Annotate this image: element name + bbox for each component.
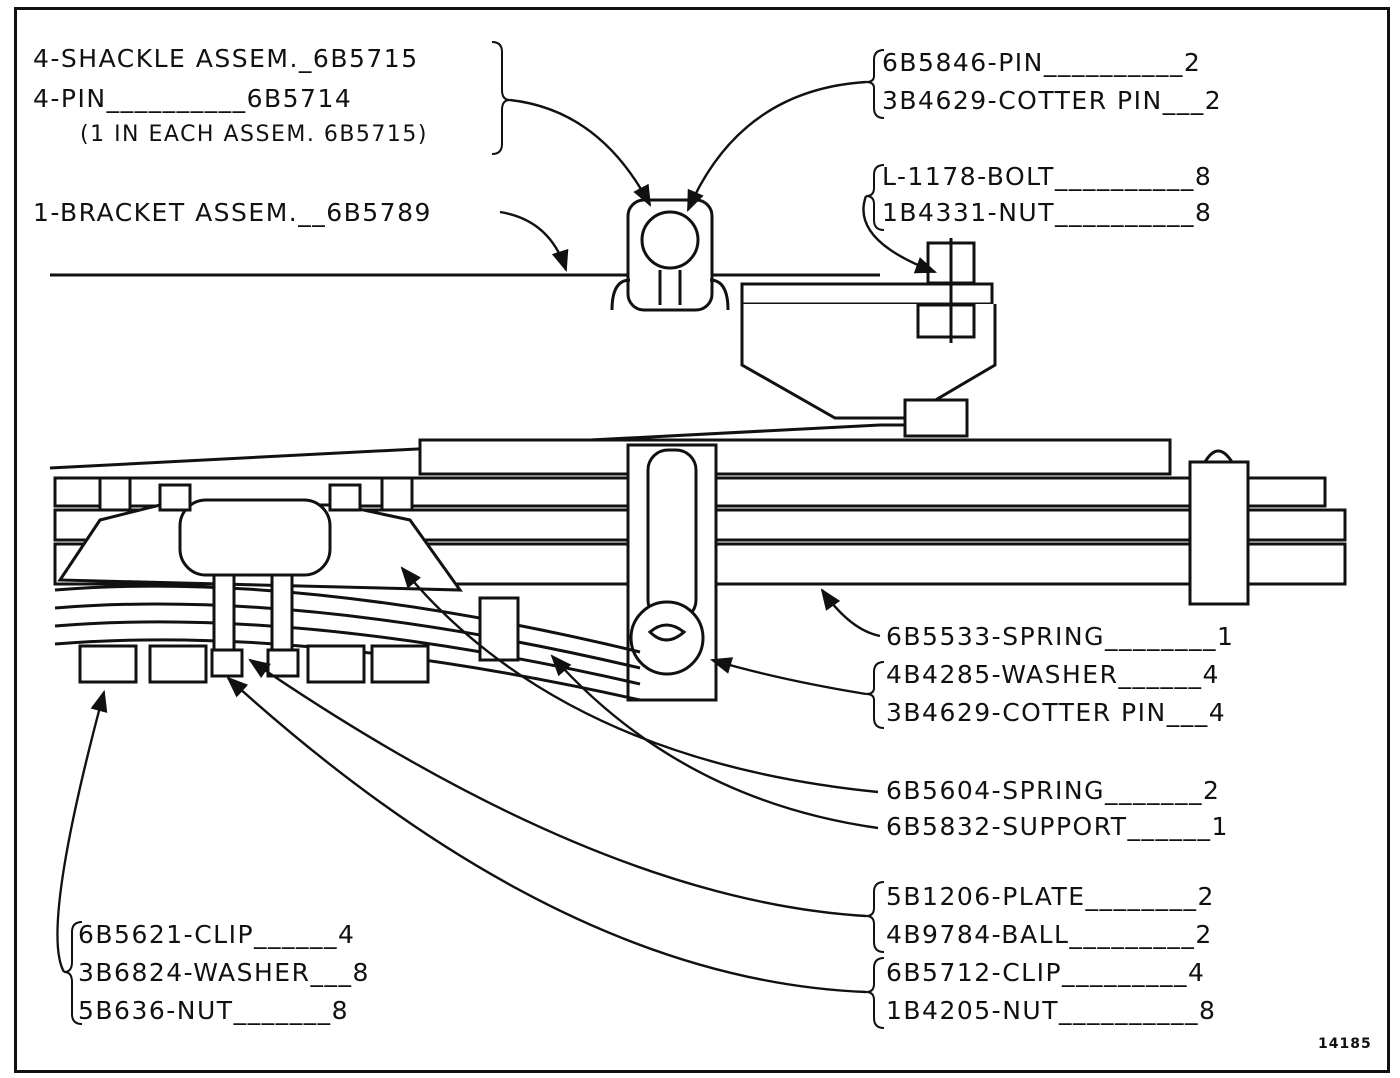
- label-nut-1b4205: 1B4205-NUT__________8: [886, 996, 1217, 1025]
- figure-number: 14185: [1318, 1036, 1372, 1052]
- label-spring-6b5533: 6B5533-SPRING________1: [886, 622, 1235, 651]
- label-shackle-assem: 4-SHACKLE ASSEM._6B5715: [33, 44, 419, 73]
- label-nut-1b4331: 1B4331-NUT__________8: [882, 198, 1213, 227]
- label-pin-each-assem: (1 IN EACH ASSEM. 6B5715): [80, 122, 428, 147]
- label-cotter-pin-top: 3B4629-COTTER PIN___2: [882, 86, 1223, 115]
- label-washer-4b4285: 4B4285-WASHER______4: [886, 660, 1220, 689]
- label-plate-5b1206: 5B1206-PLATE________2: [886, 882, 1215, 911]
- label-nut-5b636: 5B636-NUT_______8: [78, 996, 349, 1025]
- bottom-nuts: [78, 644, 430, 684]
- leader-lines: [56, 80, 938, 994]
- bracket-block: [740, 238, 997, 438]
- label-cotter-pin-mid: 3B4629-COTTER PIN___4: [886, 698, 1227, 727]
- label-pin-6b5846: 6B5846-PIN__________2: [882, 48, 1202, 77]
- label-bracket-assem: 1-BRACKET ASSEM.__6B5789: [33, 198, 432, 227]
- label-washer-3b6824: 3B6824-WASHER___8: [78, 958, 370, 987]
- label-support-6b5832: 6B5832-SUPPORT______1: [886, 812, 1229, 841]
- label-spring-6b5604: 6B5604-SPRING_______2: [886, 776, 1221, 805]
- label-pin-6b5714: 4-PIN__________6B5714: [33, 84, 353, 113]
- label-clip-6b5621: 6B5621-CLIP______4: [78, 920, 356, 949]
- label-ball-4b9784: 4B9784-BALL_________2: [886, 920, 1213, 949]
- label-clip-6b5712: 6B5712-CLIP_________4: [886, 958, 1206, 987]
- spring-seat: [57, 476, 463, 592]
- label-bolt-l1178: L-1178-BOLT__________8: [882, 162, 1213, 191]
- shackle-link: [626, 443, 718, 702]
- shackle-top: [610, 198, 730, 312]
